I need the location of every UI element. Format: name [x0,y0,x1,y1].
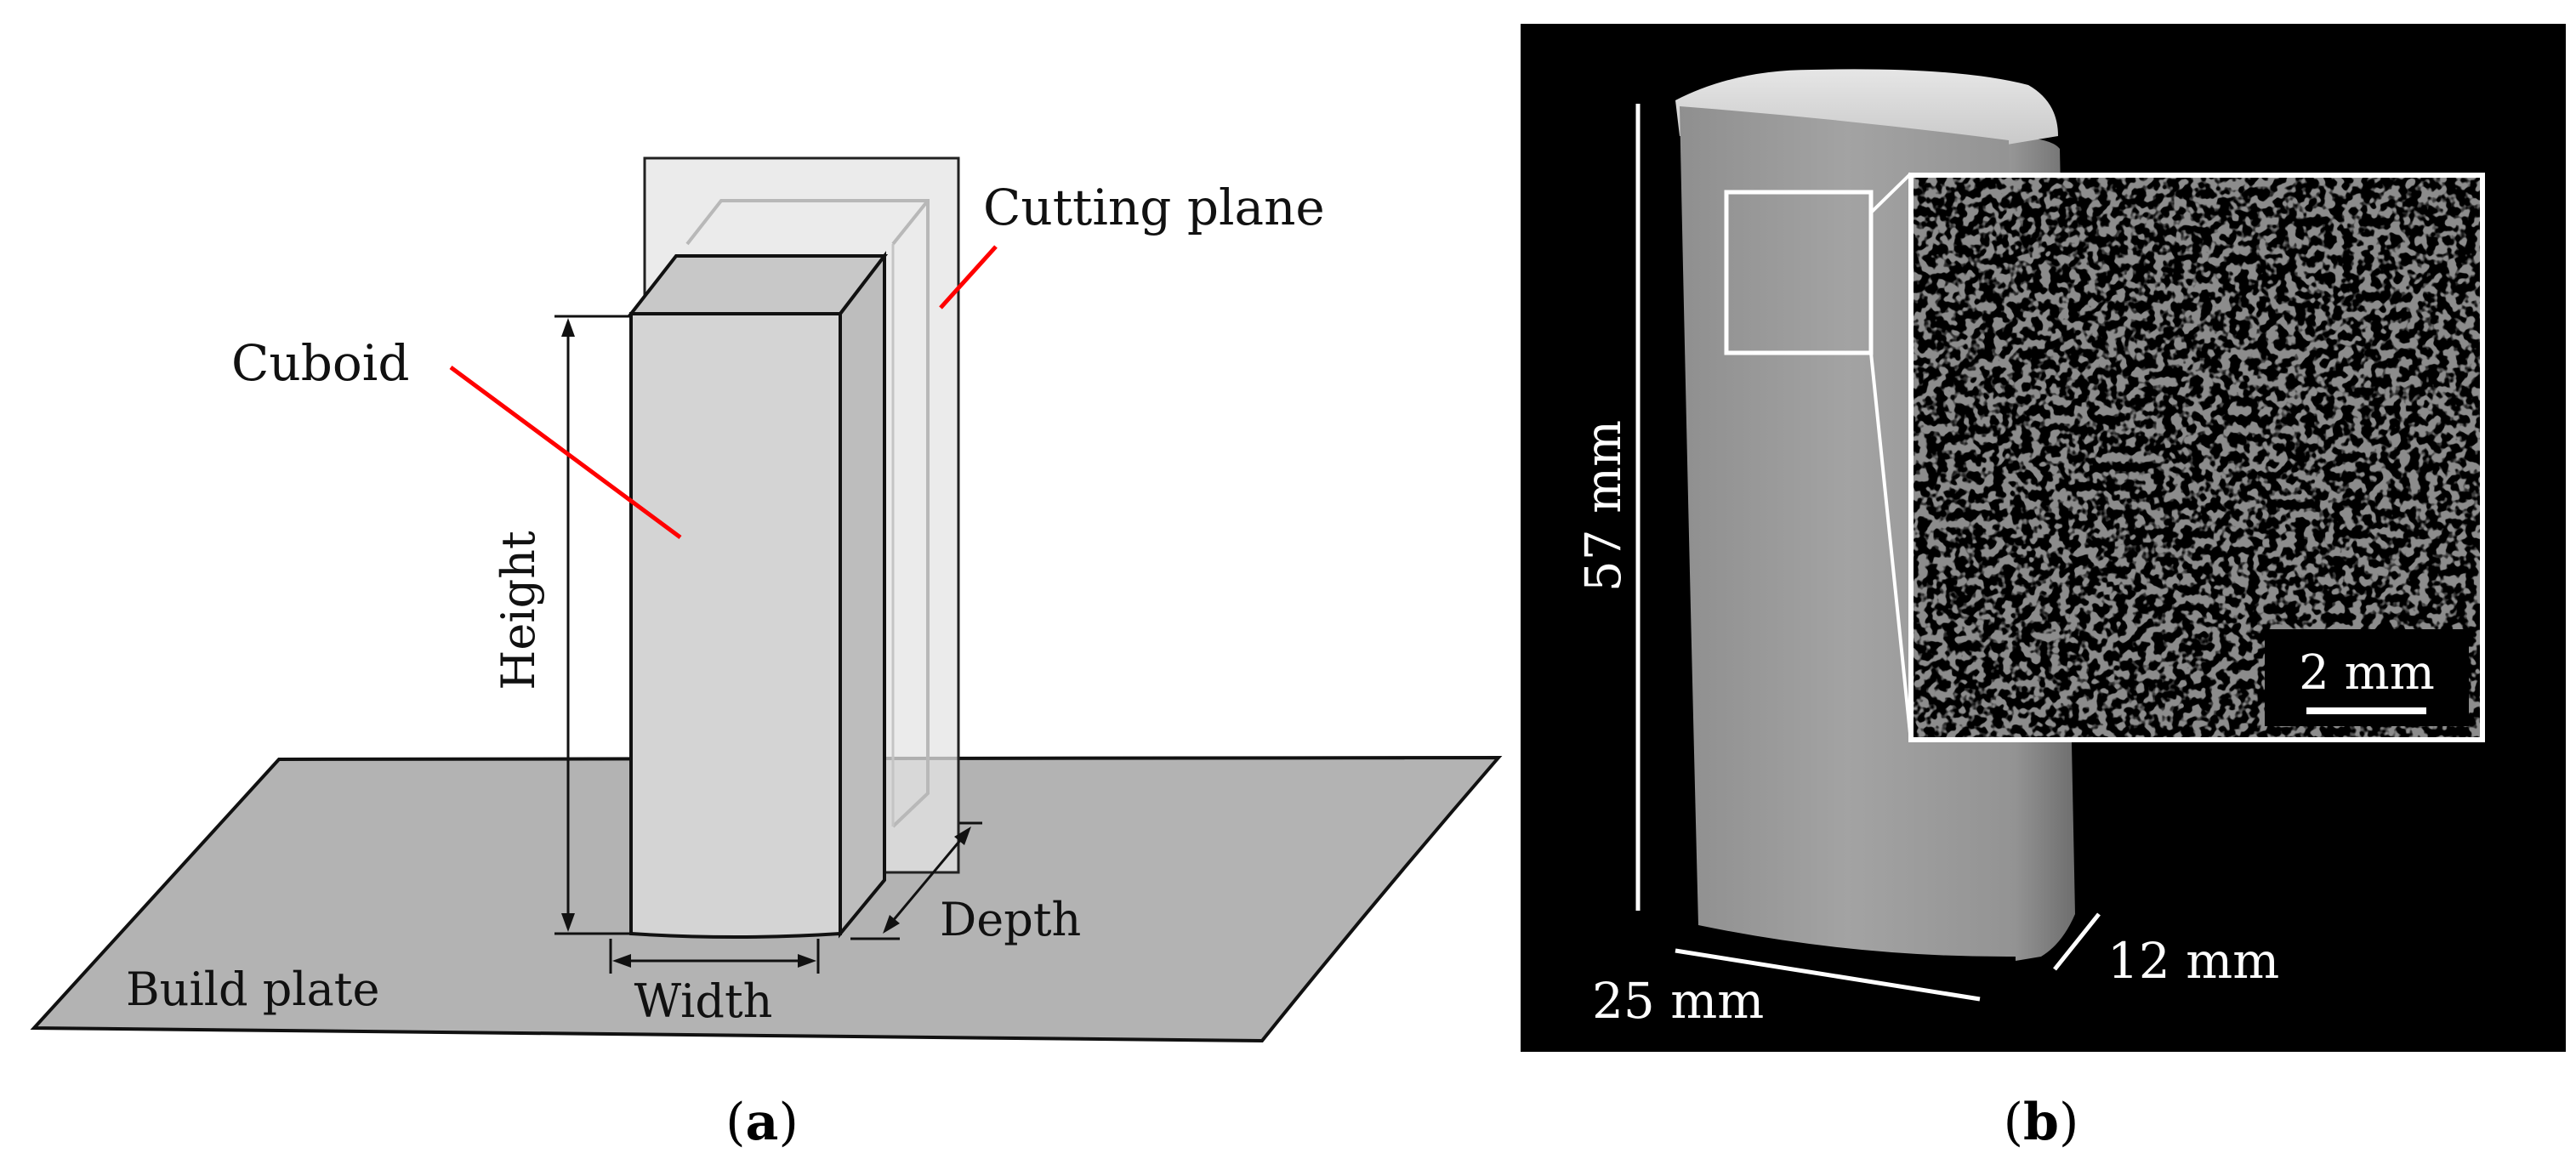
zoom-connector-top [1869,172,1913,214]
panel-b-caption: (b) [2004,1093,2079,1152]
cutting-plane-label: Cutting plane [983,179,1325,236]
panel-a: Height Width Depth Cuboid Cutting plane … [30,156,1503,1152]
depth-label: Depth [940,893,1081,946]
panel-a-caption: (a) [725,1093,799,1152]
cuboid [627,251,889,939]
height-dimension [554,315,629,935]
height-dim-label: 57 mm [1574,420,1632,592]
cuboid-front-face [629,312,842,939]
cuboid-leader-line [449,365,682,540]
height-label: Height [492,531,545,690]
depth-dimension [850,821,982,940]
scale-bar-label: 2 mm [2299,645,2435,701]
depth-dim-label: 12 mm [2107,932,2279,990]
build-plate-label: Build plate [126,963,379,1016]
cuboid-side-face [839,251,886,939]
width-dim-line [1675,948,1981,1002]
depth-dim-line [2053,912,2101,971]
width-label: Width [634,974,773,1028]
width-dim-label: 25 mm [1592,972,1764,1030]
width-dimension [609,939,820,974]
zoom-region-box [1724,190,1874,355]
cuboid-label: Cuboid [231,334,409,392]
zoom-connector-bottom [1869,352,1913,742]
magnified-inset: 2 mm [1908,173,2485,742]
cutting-plane-leader-line [939,245,998,310]
panel-b: 57 mm 25 mm 12 mm 2 mm (b) [1521,24,2566,1152]
